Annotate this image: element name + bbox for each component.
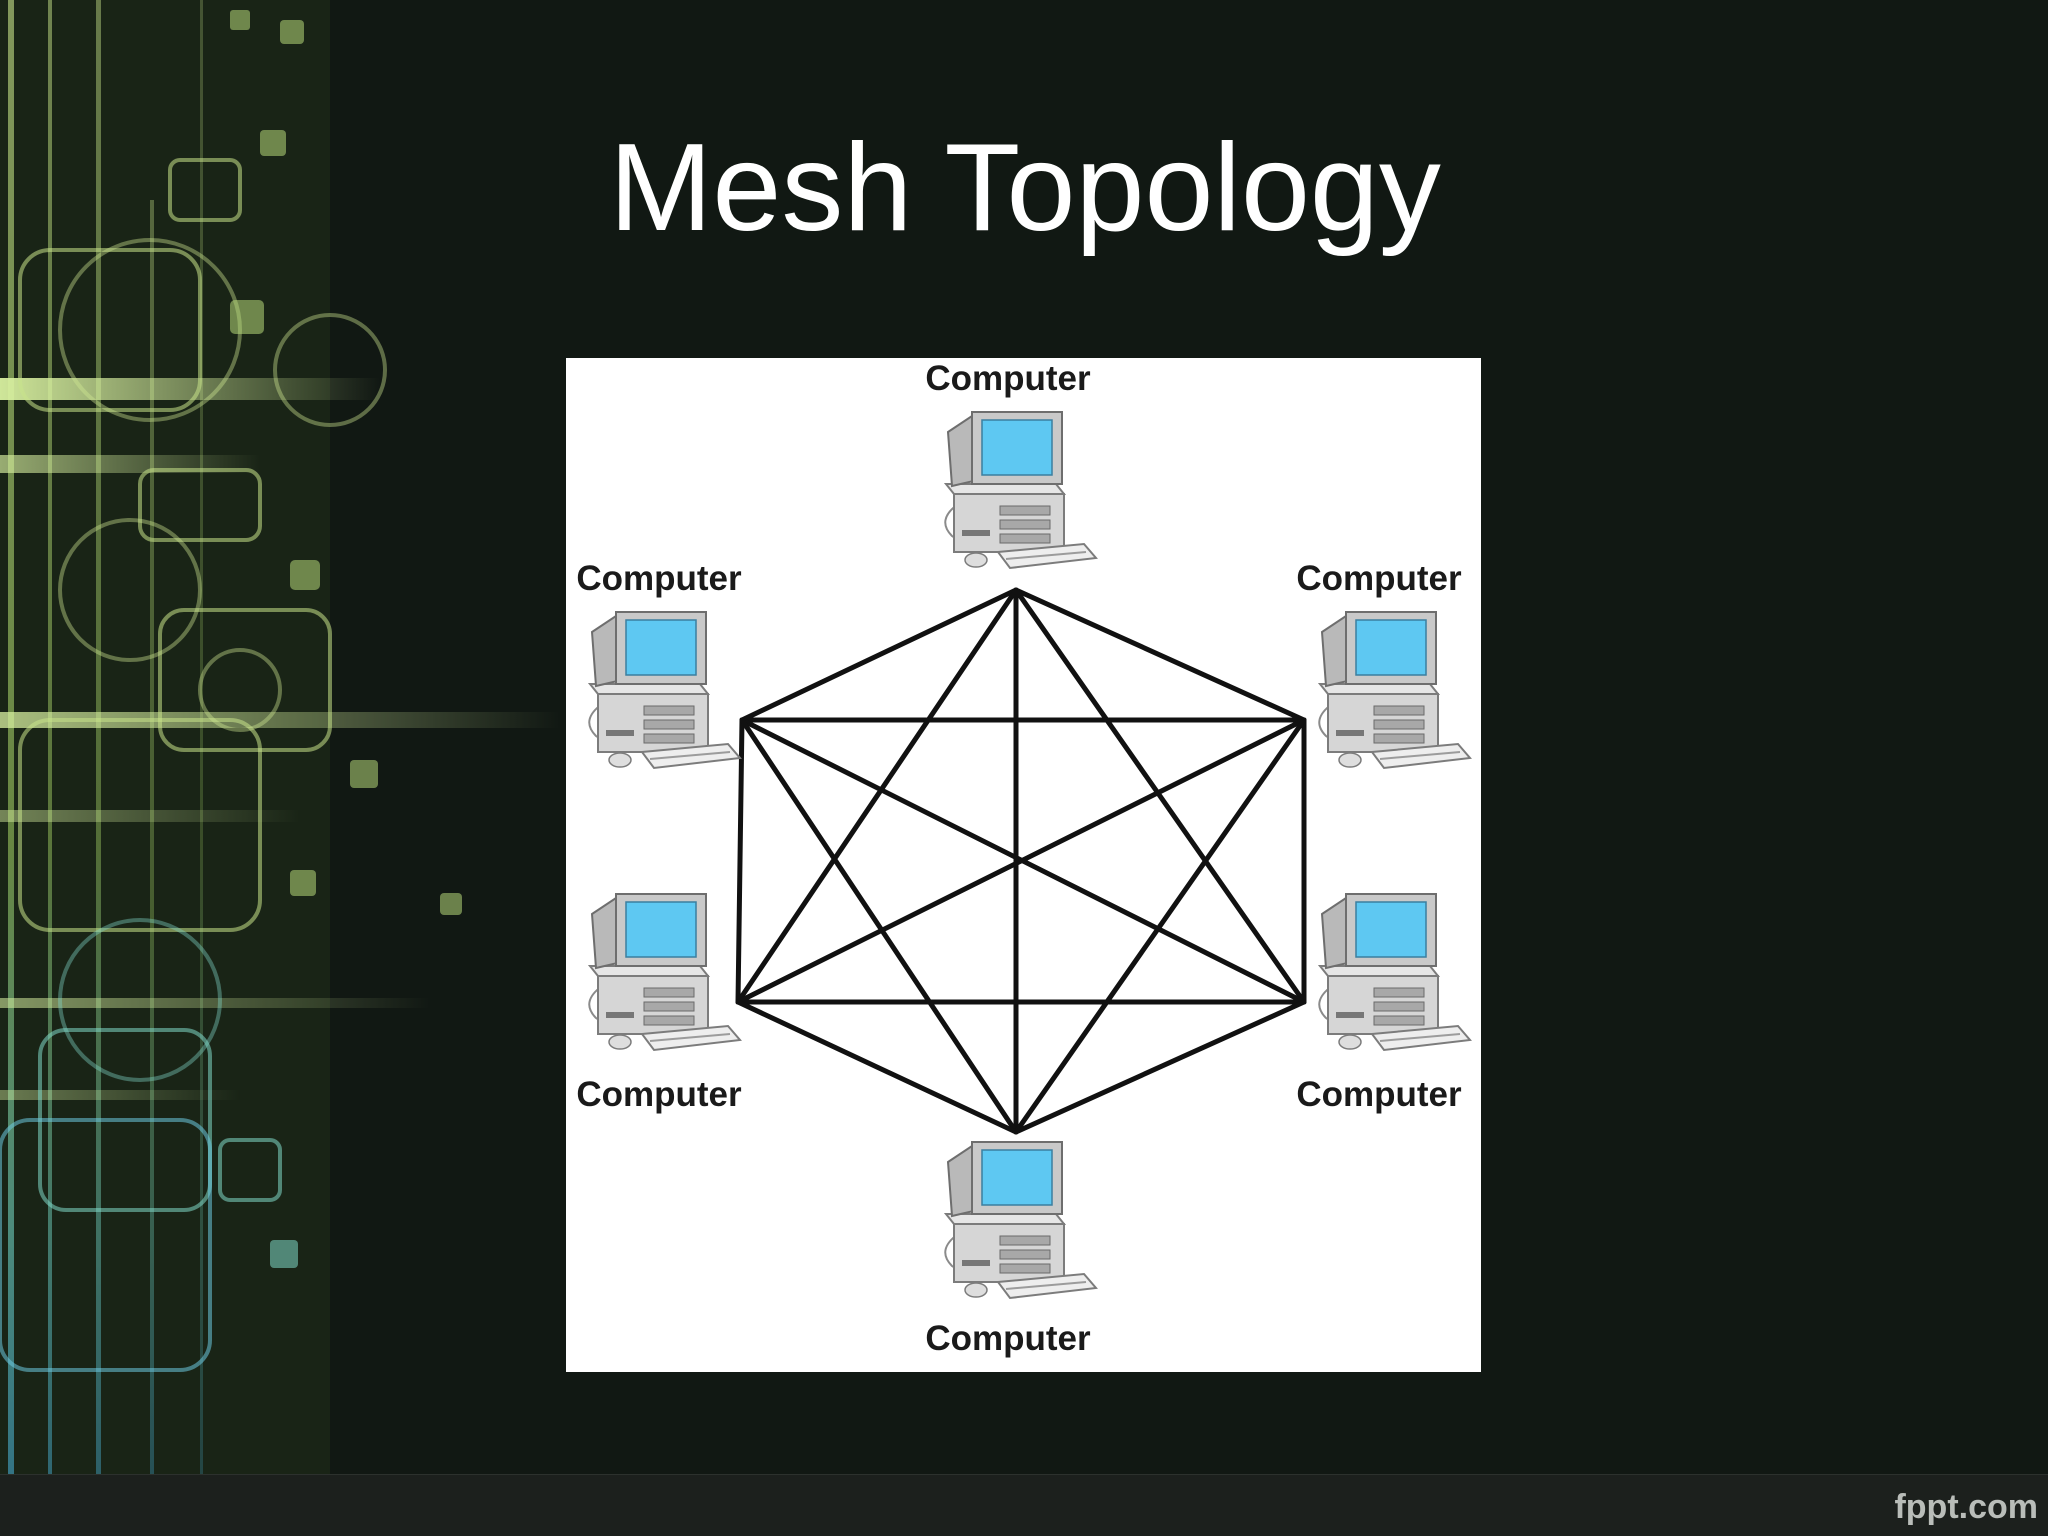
computer-node-top: Computer (925, 359, 1097, 569)
mesh-link-lower-right-bottom (1013, 999, 1307, 1135)
mesh-topology-diagram: Computer Computer Computer Computer Comp… (566, 358, 1481, 1372)
footer-bar (0, 1474, 2048, 1536)
decorative-circuit-graphic (0, 0, 600, 1536)
desktop-computer-icon (944, 1141, 1097, 1299)
slide-title: Mesh Topology (609, 119, 1441, 257)
mesh-link-upper-right-lower-left (735, 717, 1307, 1005)
mesh-link-upper-right-bottom (1013, 717, 1307, 1135)
mesh-link-top-upper-right (1013, 587, 1307, 723)
computer-label: Computer (576, 559, 742, 598)
computer-node-upper-left: Computer (576, 559, 742, 769)
desktop-computer-icon (588, 893, 741, 1051)
computer-node-lower-right: Computer (1296, 893, 1471, 1114)
computer-node-lower-left: Computer (576, 893, 742, 1114)
computer-node-bottom: Computer (925, 1141, 1097, 1358)
brand-watermark: fppt.com (1894, 1488, 2038, 1526)
mesh-link-upper-left-lower-left (735, 717, 745, 1005)
mesh-link-upper-left-bottom (739, 717, 1019, 1135)
desktop-computer-icon (588, 611, 741, 769)
computer-label: Computer (925, 359, 1091, 398)
mesh-diagram-canvas: Computer Computer Computer Computer Comp… (576, 359, 1471, 1358)
computer-node-upper-right: Computer (1296, 559, 1471, 769)
desktop-computer-icon (1318, 893, 1471, 1051)
computer-label: Computer (925, 1319, 1091, 1358)
computer-label: Computer (1296, 559, 1462, 598)
desktop-computer-icon (944, 411, 1097, 569)
desktop-computer-icon (1318, 611, 1471, 769)
mesh-link-top-lower-left (735, 587, 1019, 1005)
computer-label: Computer (1296, 1075, 1462, 1114)
mesh-link-top-upper-left (739, 587, 1019, 723)
mesh-link-lower-left-bottom (735, 999, 1019, 1135)
mesh-link-top-lower-right (1013, 587, 1307, 1005)
computer-label: Computer (576, 1075, 742, 1114)
